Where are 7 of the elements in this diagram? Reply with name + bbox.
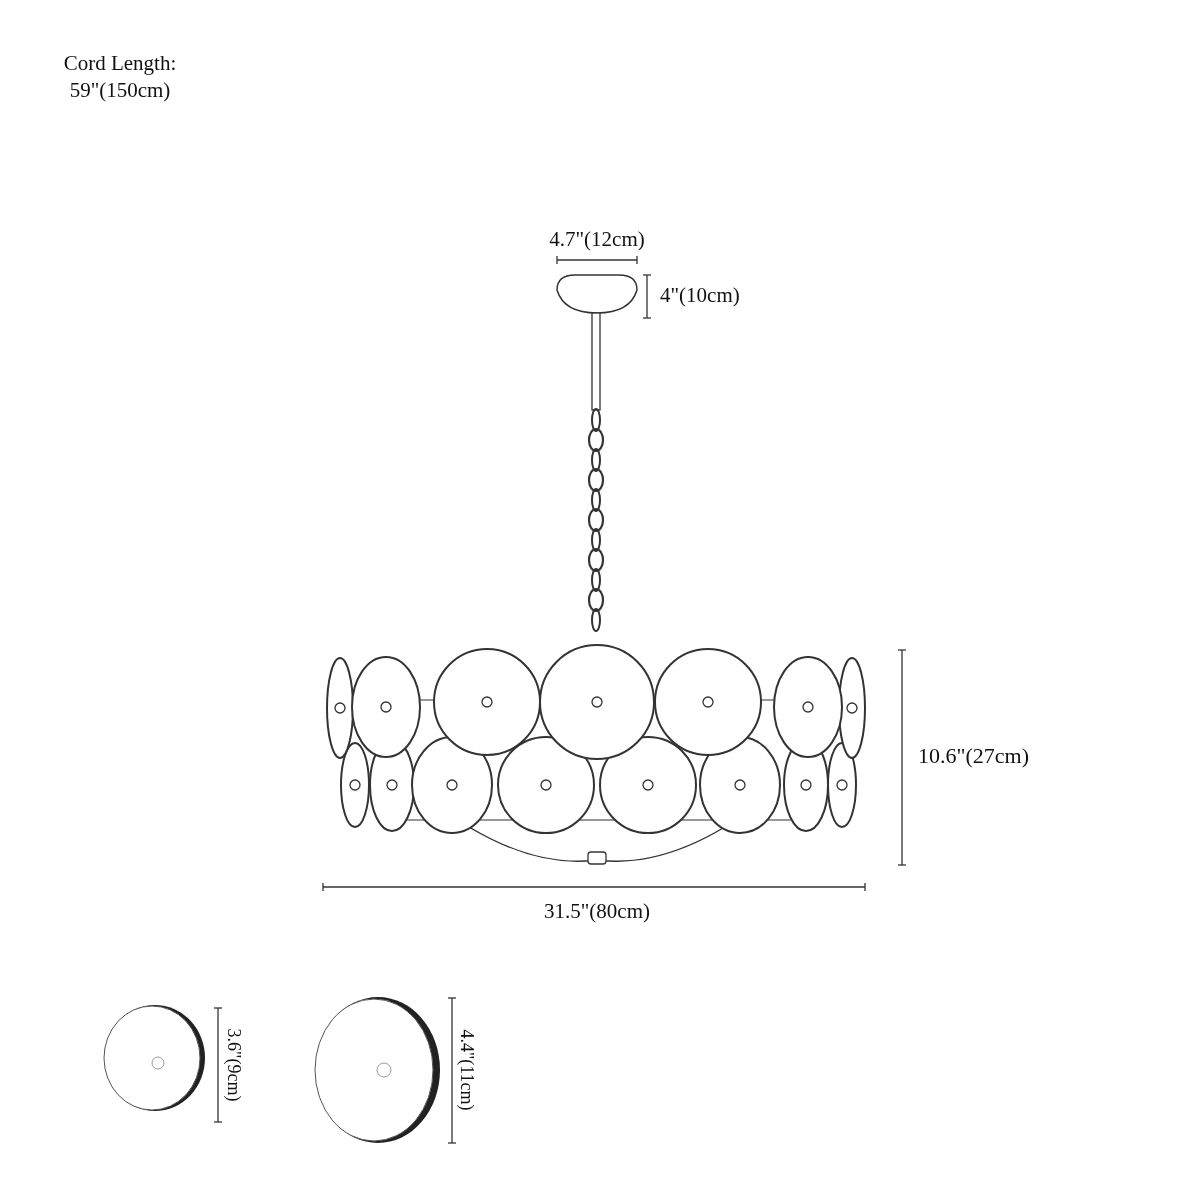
dimension-label: 10.6"(27cm) [918,742,1029,770]
cord-length-note: Cord Length: 59"(150cm) [62,50,178,105]
dimension-label: 4.7"(12cm) [549,226,645,253]
dimension-label: 3.6"(9cm) [222,1028,245,1102]
dimension-label: 31.5"(80cm) [544,898,650,925]
dimension-label: 4.4"(11cm) [455,1029,478,1111]
dimension-label: 4"(10cm) [660,282,740,309]
